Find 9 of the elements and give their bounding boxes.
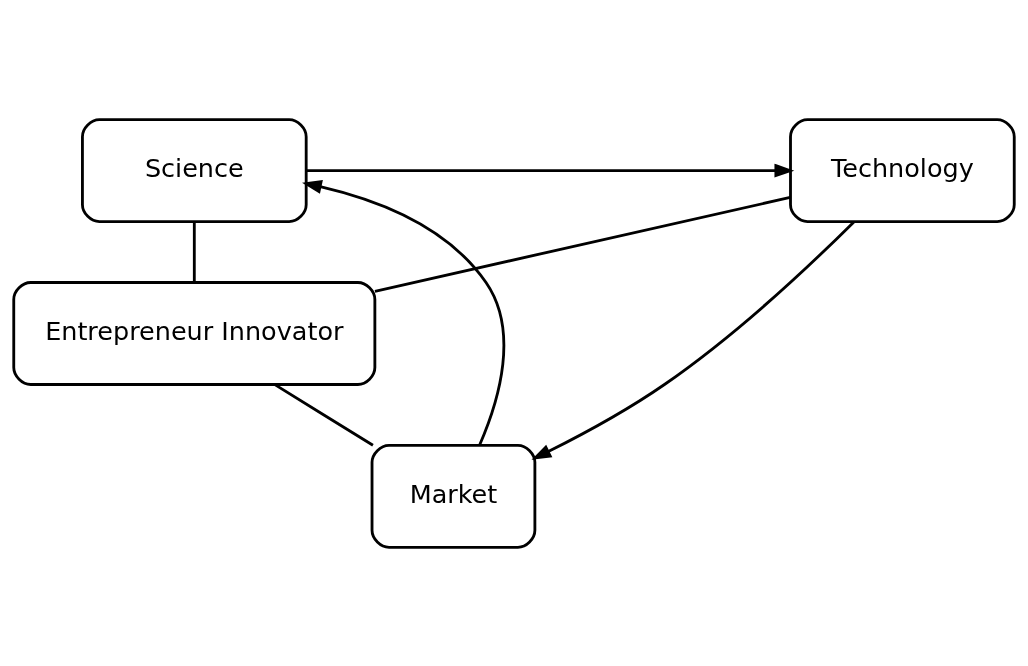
node-box: Technology [789, 117, 1016, 223]
node-box: Market [370, 443, 537, 549]
node-box: Entrepreneur Innovator [12, 280, 377, 386]
connector [192, 221, 196, 282]
arrow [531, 220, 855, 460]
arrow [302, 179, 506, 445]
connector [374, 195, 791, 293]
node-box: Science [81, 117, 308, 223]
arrow [306, 163, 795, 178]
